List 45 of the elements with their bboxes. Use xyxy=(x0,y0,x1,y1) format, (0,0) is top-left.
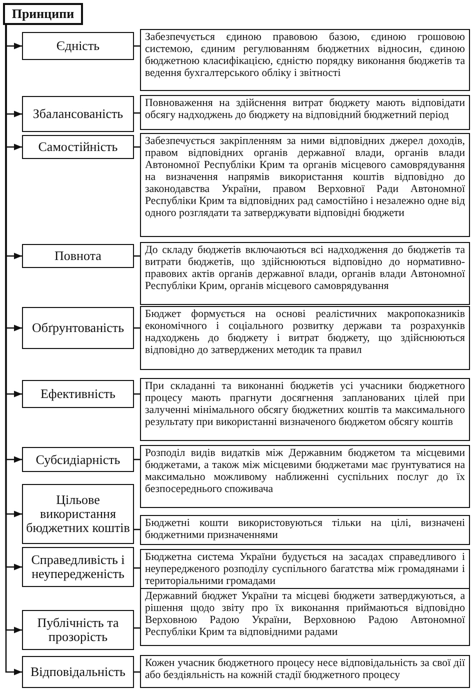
principle-label: Самостійність xyxy=(37,140,119,154)
principle-label: Відповідальність xyxy=(30,665,126,679)
principle-box xyxy=(22,96,134,132)
heading-box xyxy=(3,3,83,25)
description-box xyxy=(140,29,470,91)
principle-label: Цільове використання бюджетних коштів xyxy=(25,493,131,535)
principle-box xyxy=(22,380,134,408)
description-box xyxy=(140,95,470,130)
principle-label: Єдність xyxy=(55,39,101,53)
description-text: Бюджетні кошти використовуються тільки на цілі, визначені бюджетними призначеннями xyxy=(145,517,465,541)
principle-box xyxy=(22,547,134,587)
description-box xyxy=(140,515,470,545)
principle-label: Збалансованість xyxy=(32,107,124,121)
principle-box xyxy=(22,32,134,60)
principle-box xyxy=(22,610,134,650)
principle-box xyxy=(22,484,134,544)
description-text: Повноваження на здійснення витрат бюджету мають відповідати обсягу надходжень до бюджету на відповідний бюджетний період xyxy=(145,97,465,121)
description-text: Розподіл видів видатків між Державним бюджетом та місцевими бюджетами, а також між місцевими бюджетами має ґрунтуватися на максимально можливому наближенні суспільних послуг до їх безпосереднього споживача xyxy=(145,447,465,495)
description-text: Кожен учасник бюджетного процесу несе відповідальність за свої дії або бездіяльність на кожній стадії бюджетного процесу xyxy=(145,657,465,681)
principle-label: Обґрунтованість xyxy=(30,321,126,335)
description-text: Державний бюджет України та місцеві бюджети затверджуються, а рішення щодо звіту про їх виконання приймаються відповідно Верховною Радою України, Верховною Радою Автономної Республіки Крим та відповідними радами xyxy=(145,590,465,638)
description-box xyxy=(140,378,470,441)
principle-label: Субсидіарність xyxy=(34,452,122,466)
description-text: Бюджетна система України будується на засадах справедливого і неупередженого розподілу суспільного багатства між громадянами і територіальними громадами xyxy=(145,551,465,587)
principle-box xyxy=(22,307,134,349)
principle-label: Справедливість і неупередженість xyxy=(30,553,126,581)
principle-box xyxy=(22,656,134,688)
description-box xyxy=(140,133,470,237)
principle-box xyxy=(22,447,134,472)
heading-text: Принципи xyxy=(12,6,74,22)
description-text: До складу бюджетів включаються всі надходження до бюджетів та витрати бюджетів, що здійснюються відповідно до нормативно-правових актів органів державної влади, органів влади Автономної Республіки Крим, органів місцевого самоврядування xyxy=(145,244,465,292)
principle-label: Публічність та прозорість xyxy=(36,616,120,644)
description-box xyxy=(140,445,470,508)
principle-box xyxy=(22,244,134,268)
description-text: Забезпечується єдиною правовою базою, єдиною грошовою системою, єдиним регулюванням бюджетних відносин, єдиною бюджетною класифікацією, єдністю порядку виконання бюджетів та ведення бухгалтерського обліку і звітності xyxy=(145,31,465,79)
description-text: Бюджет формується на основі реалістичних макропоказників економічного і соціального розвитку держави та розрахунків надходжень до бюджету і витрат бюджету, що здійснюються відповідно до затверджених методик та правил xyxy=(145,308,465,356)
principle-label: Ефективність xyxy=(39,387,116,401)
description-text: При складанні та виконанні бюджетів усі учасники бюджетного процесу мають прагнути досягнення запланованих цілей при залученні мінімального обсягу бюджетних коштів та максимального результату при використанні визначеного бюджетом обсягу коштів xyxy=(145,380,465,428)
principle-box xyxy=(22,135,134,159)
description-text: Забезпечується закріпленням за ними відповідних джерел доходів, правом відповідних органів державної влади, органів влади Автономної Республіки Крим та органів місцевого самоврядування на визначення напрямів використання коштів відповідно до законодавства України, правом Верховної Ради Автономної Республіки Крим та відповідних рад самостійно і незалежно одне від одного розглядати та затверджувати відповідні бюджети xyxy=(145,135,465,219)
principle-label: Повнота xyxy=(54,249,102,263)
description-box xyxy=(140,306,470,370)
description-box xyxy=(140,242,470,305)
description-box xyxy=(140,588,470,646)
description-box xyxy=(140,655,470,688)
